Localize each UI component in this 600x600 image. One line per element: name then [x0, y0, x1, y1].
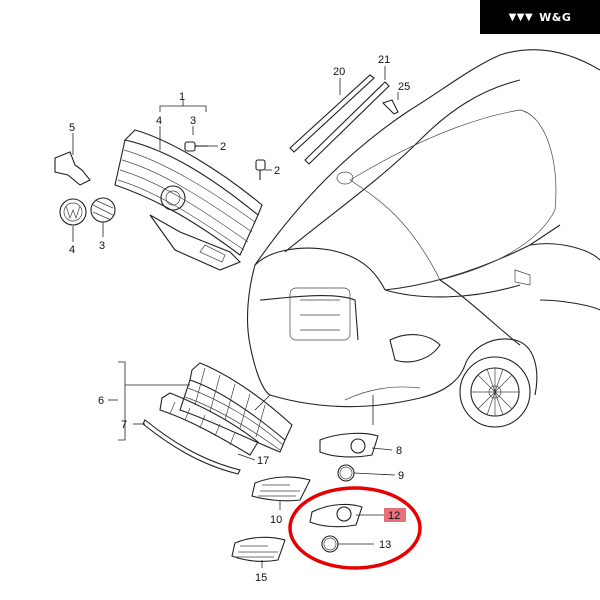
- callout-13: 13: [379, 539, 391, 551]
- callout-17: 17: [257, 455, 269, 467]
- trim-strip-7: [142, 419, 241, 475]
- side-grille-15: [231, 536, 286, 562]
- brand-badge: ▼▼▼ W&G: [480, 0, 600, 34]
- clip-25: [381, 99, 399, 115]
- callout-2-upper: 2: [220, 141, 226, 153]
- callout-6: 6: [98, 395, 104, 407]
- callout-8: 8: [396, 445, 402, 457]
- highlight-circle: [288, 486, 422, 570]
- callout-7: 7: [121, 419, 127, 431]
- bracket-5: [54, 151, 91, 186]
- callout-2-lower: 2: [274, 165, 280, 177]
- upper-grille: [114, 129, 263, 271]
- callout-9: 9: [398, 470, 404, 482]
- car-outline: [247, 49, 600, 428]
- fog-cover-12: [309, 503, 363, 528]
- callout-1: 1: [179, 91, 185, 103]
- wg-logo-icon: ▼▼▼: [508, 11, 534, 23]
- callout-labels: 1 4 3 2 2 5 4 3 20 21 25 6 7 17 8 9 10 1…: [69, 54, 410, 584]
- trim-strip-20: [289, 74, 375, 153]
- bolt-2-upper: [184, 141, 208, 152]
- callout-20: 20: [333, 66, 345, 78]
- callout-25: 25: [398, 81, 410, 93]
- highlight-label-bg: [384, 508, 406, 522]
- side-grille-10: [251, 476, 311, 502]
- lower-grille-6: [179, 362, 293, 453]
- brand-name: W&G: [539, 10, 572, 24]
- trim-strip-21: [304, 81, 390, 165]
- fog-cover-8: [319, 432, 379, 458]
- callout-3-emblem: 3: [99, 240, 105, 252]
- callout-10: 10: [270, 514, 282, 526]
- emblem-mount-3: [90, 197, 116, 223]
- callout-4-emblem: 4: [69, 244, 75, 256]
- callout-4-top: 4: [156, 115, 162, 127]
- grille-frame-17: [159, 392, 259, 456]
- callout-3-top: 3: [190, 115, 196, 127]
- callout-21: 21: [378, 54, 390, 66]
- fog-ring-9: [337, 464, 355, 482]
- callout-12: 12: [388, 510, 400, 522]
- callout-5: 5: [69, 122, 75, 134]
- fog-ring-13: [321, 535, 339, 553]
- bolt-2-lower: [255, 159, 266, 180]
- emblem-4: [59, 198, 87, 226]
- leader-lines: [72, 66, 399, 568]
- callout-15: 15: [255, 572, 267, 584]
